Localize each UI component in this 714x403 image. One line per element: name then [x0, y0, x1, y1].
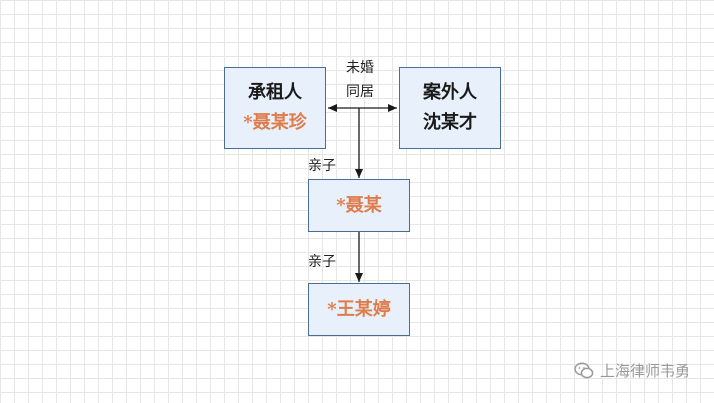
tenant-node: 承租人 *聂某珍: [224, 67, 326, 149]
outsider-role-label: 案外人: [423, 82, 477, 103]
son-node: *聂某: [308, 179, 410, 232]
parent-child-label-1: 亲子: [308, 158, 336, 174]
outsider-name: 沈某才: [423, 112, 477, 133]
tenant-name: *聂某珍: [243, 112, 307, 133]
son-name: *聂某: [336, 194, 382, 216]
grandchild-node: *王某婷: [308, 283, 410, 336]
watermark: 上海律师韦勇: [574, 360, 690, 381]
watermark-text: 上海律师韦勇: [599, 362, 690, 380]
wechat-icon: [574, 361, 594, 378]
cohabitation-label-line1: 未婚: [346, 60, 374, 76]
outsider-node: 案外人 沈某才: [399, 67, 501, 149]
cohabitation-label-line2: 同居: [346, 84, 374, 100]
parent-child-label-2: 亲子: [308, 254, 336, 270]
tenant-role-label: 承租人: [248, 82, 302, 103]
grandchild-name: *王某婷: [327, 298, 391, 320]
